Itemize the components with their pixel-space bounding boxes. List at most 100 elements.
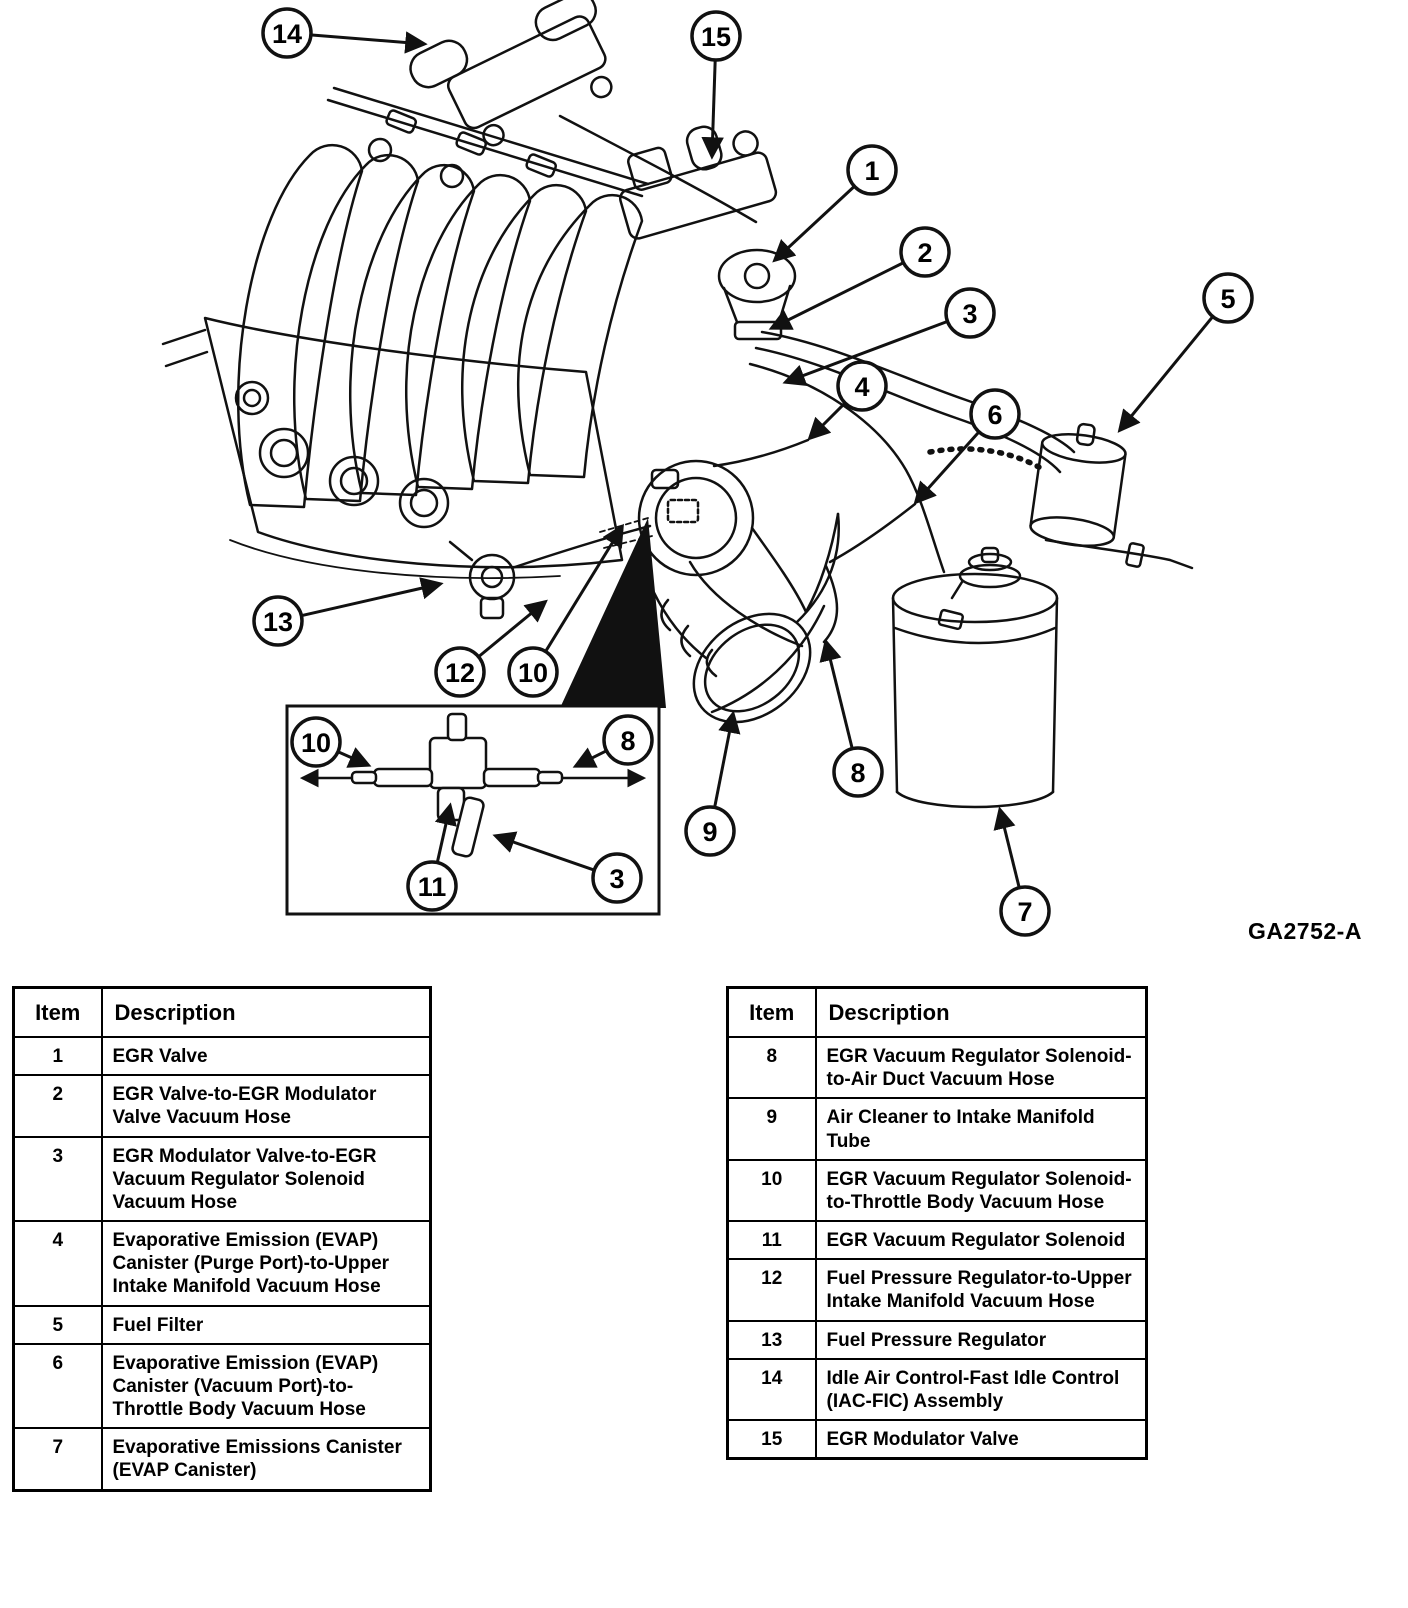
callout-arrow bbox=[819, 638, 854, 749]
callout-2: 2 bbox=[768, 226, 951, 330]
egr-vacuum-regulator-solenoid bbox=[428, 736, 488, 790]
item-cell: 8 bbox=[726, 1035, 817, 1100]
item-cell: 6 bbox=[12, 1342, 103, 1430]
description-cell: EGR Valve bbox=[100, 1035, 432, 1077]
callout-arrow bbox=[772, 185, 855, 263]
callout-number: 12 bbox=[445, 658, 475, 688]
callout-number: 10 bbox=[518, 658, 548, 688]
callout-arrow bbox=[311, 31, 428, 54]
callout-number: 6 bbox=[987, 400, 1002, 430]
fuel-line bbox=[1044, 538, 1194, 570]
item-cell: 5 bbox=[12, 1304, 103, 1345]
callout-number: 7 bbox=[1017, 897, 1032, 927]
description-column-header: Description bbox=[100, 986, 432, 1038]
callout-10: 10 bbox=[290, 716, 372, 768]
callout-circle bbox=[969, 388, 1021, 440]
item-cell: 13 bbox=[726, 1319, 817, 1360]
callout-arrow bbox=[544, 523, 624, 652]
callout-1: 1 bbox=[772, 144, 898, 263]
callout-circle bbox=[999, 885, 1051, 937]
item-cell: 7 bbox=[12, 1427, 103, 1492]
callout-number: 3 bbox=[962, 299, 977, 329]
callout-number: 10 bbox=[301, 728, 331, 758]
description-cell: Evaporative Emission (EVAP) Canister (Va… bbox=[100, 1342, 432, 1430]
description-cell: Fuel Filter bbox=[100, 1304, 432, 1345]
callout-15: 15 bbox=[690, 10, 742, 160]
callout-circle bbox=[846, 144, 898, 196]
callout-circle bbox=[406, 860, 458, 912]
callout-arrow bbox=[338, 747, 372, 768]
callout-arrow bbox=[701, 60, 724, 160]
throttle-body bbox=[599, 459, 755, 577]
description-cell: Fuel Pressure Regulator-to-Upper Intake … bbox=[814, 1258, 1148, 1322]
intake-manifold-runners bbox=[237, 143, 644, 509]
callout-number: 14 bbox=[272, 19, 302, 49]
description-cell: EGR Vacuum Regulator Solenoid bbox=[814, 1220, 1148, 1261]
item-cell: 3 bbox=[12, 1135, 103, 1223]
callout-number: 8 bbox=[850, 758, 865, 788]
callout-5: 5 bbox=[1117, 272, 1254, 433]
item-cell: 12 bbox=[726, 1258, 817, 1322]
callout-number: 13 bbox=[263, 607, 293, 637]
description-cell: Evaporative Emission (EVAP) Canister (Pu… bbox=[100, 1220, 432, 1307]
item-column-header: Item bbox=[12, 986, 103, 1038]
callout-6: 6 bbox=[913, 388, 1021, 505]
lower-intake-manifold bbox=[161, 316, 624, 579]
callout-9: 9 bbox=[684, 710, 741, 857]
callout-3: 3 bbox=[492, 831, 643, 904]
item-cell: 4 bbox=[12, 1220, 103, 1307]
callout-circle bbox=[261, 7, 313, 59]
description-cell: EGR Vacuum Regulator Solenoid-to-Throttl… bbox=[814, 1158, 1148, 1223]
callout-number: 9 bbox=[702, 817, 717, 847]
callout-circle bbox=[836, 360, 888, 412]
callout-number: 3 bbox=[609, 864, 624, 894]
description-cell: Fuel Pressure Regulator bbox=[814, 1319, 1148, 1360]
item-cell: 2 bbox=[12, 1074, 103, 1138]
callout-number: 1 bbox=[864, 156, 879, 186]
callout-8: 8 bbox=[572, 714, 654, 768]
egr-modulator-valve bbox=[619, 125, 778, 240]
callout-circle bbox=[507, 646, 559, 698]
callout-circle bbox=[684, 805, 736, 857]
callout-arrow bbox=[492, 831, 594, 872]
item-cell: 11 bbox=[726, 1220, 817, 1261]
callout-number: 4 bbox=[854, 372, 869, 402]
item-cell: 1 bbox=[12, 1035, 103, 1077]
callout-13: 13 bbox=[252, 577, 444, 647]
description-cell: EGR Vacuum Regulator Solenoid-to-Air Duc… bbox=[814, 1035, 1148, 1100]
callout-circle bbox=[944, 287, 996, 339]
description-cell: EGR Valve-to-EGR Modulator Valve Vacuum … bbox=[100, 1074, 432, 1138]
fuel-rail bbox=[326, 86, 650, 198]
callout-7: 7 bbox=[993, 806, 1051, 937]
callout-arrow bbox=[913, 431, 980, 505]
callout-arrow bbox=[302, 577, 444, 617]
description-cell: Air Cleaner to Intake Manifold Tube bbox=[814, 1097, 1148, 1161]
item-cell: 10 bbox=[726, 1158, 817, 1223]
callout-arrow bbox=[572, 747, 607, 768]
callout-arrow bbox=[807, 402, 846, 441]
callout-3: 3 bbox=[782, 287, 996, 386]
callout-12: 12 bbox=[434, 599, 548, 698]
callout-circle bbox=[591, 852, 643, 904]
callout-circle bbox=[690, 10, 742, 62]
description-cell: Evaporative Emissions Canister (EVAP Can… bbox=[100, 1427, 432, 1492]
egr-valve bbox=[717, 248, 797, 341]
callout-10: 10 bbox=[507, 523, 624, 698]
description-cell: EGR Modulator Valve bbox=[814, 1419, 1148, 1460]
